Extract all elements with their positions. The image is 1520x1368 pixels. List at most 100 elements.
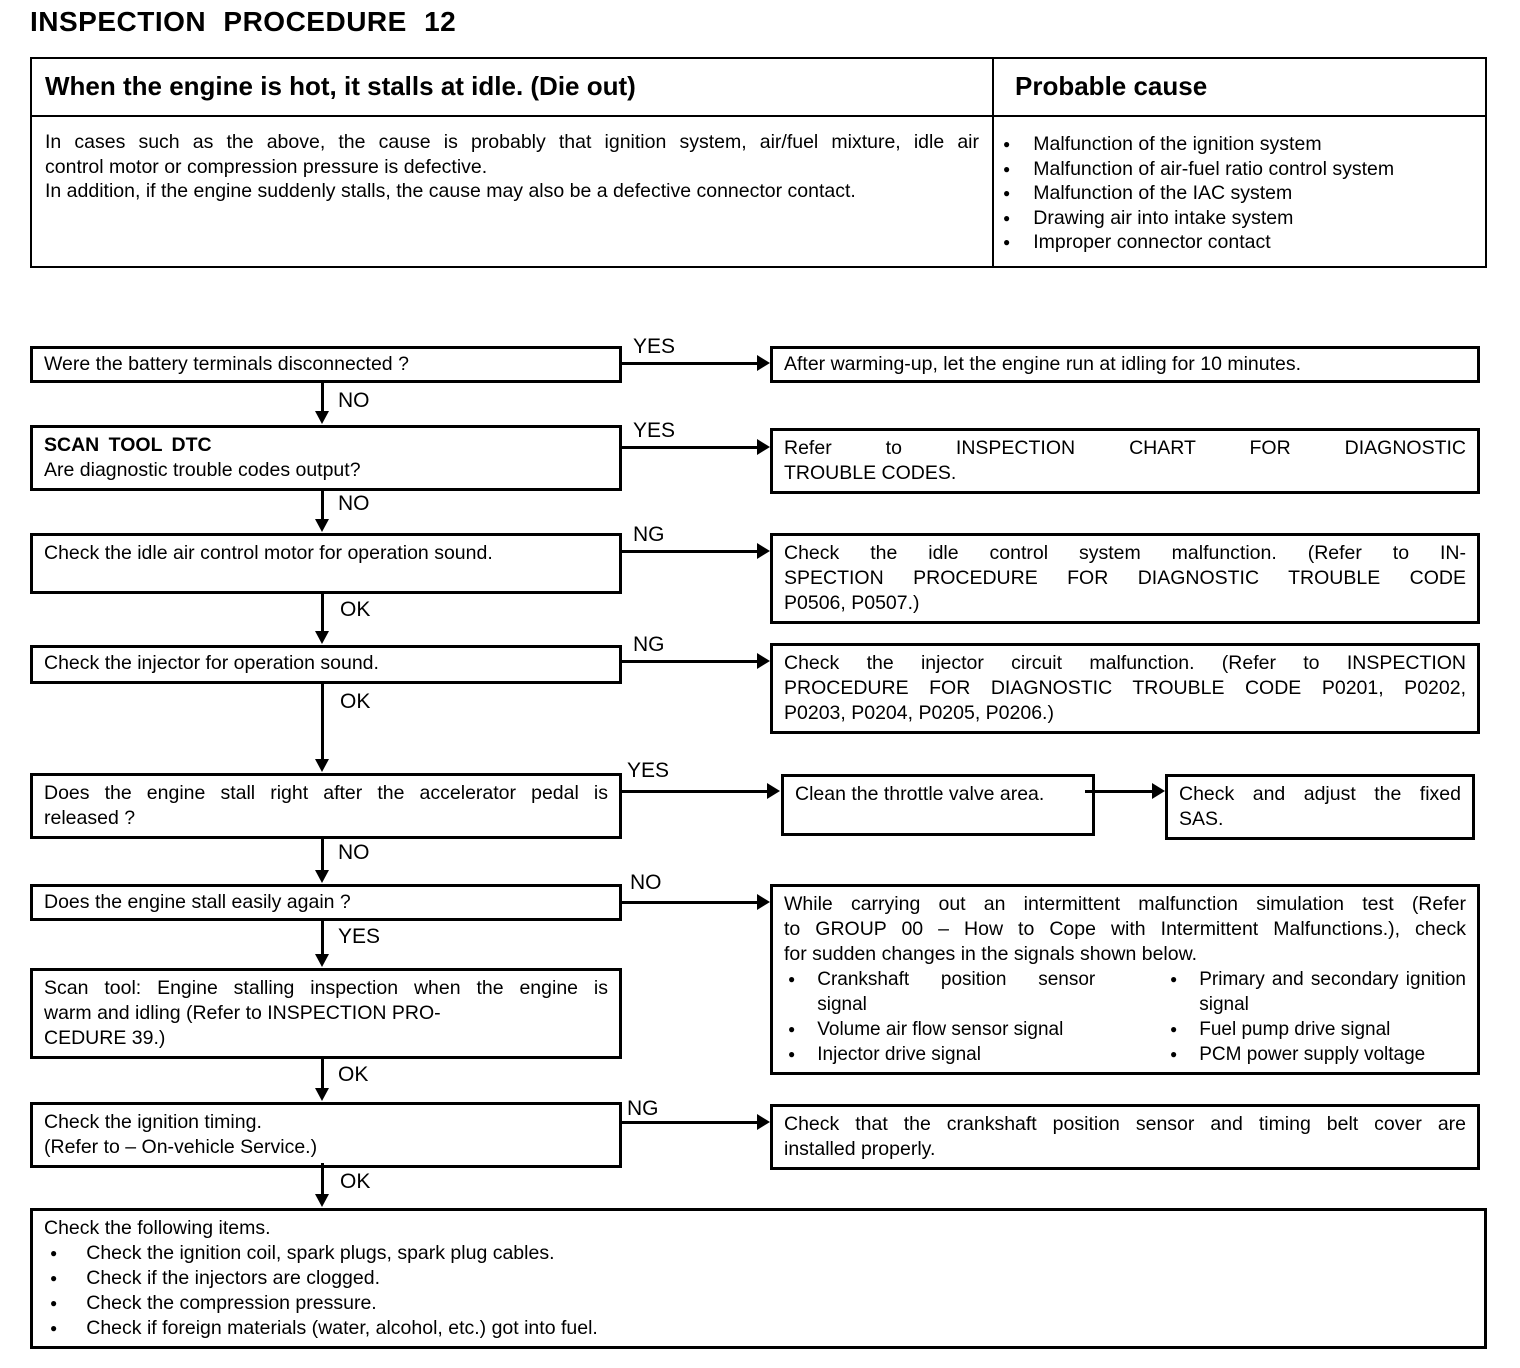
description-line: In cases such as the above, the cause is… xyxy=(45,131,979,153)
signal-columns: ●Crankshaft position sensor signal ●Volu… xyxy=(784,967,1466,1067)
table-column-divider xyxy=(992,59,994,266)
arrow-right-stall-no xyxy=(622,894,770,910)
bullet-icon: ● xyxy=(788,972,796,986)
box-scan-tool-dtc: SCAN TOOL DTC Are diagnostic trouble cod… xyxy=(30,425,622,491)
signal-item: ●Primary and secondary ignition signal xyxy=(1166,967,1466,1017)
branch-label-no: NO xyxy=(630,871,662,894)
result-text: P0506, P0507.) xyxy=(784,592,920,614)
question-text: (Refer to – On-vehicle Service.) xyxy=(44,1136,318,1158)
symptom-description: In cases such as the above, the cause is… xyxy=(32,117,992,204)
next-label-no: NO xyxy=(338,841,370,864)
question-title: SCAN TOOL DTC xyxy=(44,434,212,456)
result-text: SAS. xyxy=(1179,808,1224,830)
arrow-right-dtc-yes xyxy=(622,439,770,455)
result-text: Clean the throttle valve area. xyxy=(795,783,1045,805)
arrow-down-6 xyxy=(315,921,329,967)
next-label-no: NO xyxy=(338,389,370,412)
final-check-text: Check the compression pressure. xyxy=(86,1292,377,1314)
result-text: PROCEDURE FOR DIAGNOSTIC TROUBLE CODE P0… xyxy=(784,677,1466,699)
final-check-item: ●Check if the injectors are clogged. xyxy=(44,1266,1473,1291)
question-text: warm and idling (Refer to INSPECTION PRO… xyxy=(44,1002,441,1024)
box-scan-tool-stalling-inspection: Scan tool: Engine stalling inspection wh… xyxy=(30,968,622,1059)
branch-label-yes: YES xyxy=(627,759,670,782)
box-ignition-timing: Check the ignition timing. (Refer to – O… xyxy=(30,1102,622,1168)
cause-text: Malfunction of the IAC system xyxy=(1033,182,1293,204)
cause-item: ●Drawing air into intake system xyxy=(1003,206,1479,231)
signal-text: Injector drive signal xyxy=(817,1044,981,1065)
bullet-icon: ● xyxy=(1003,186,1011,200)
signal-text: Fuel pump drive signal xyxy=(1199,1019,1391,1040)
result-text: Check the injector circuit malfunction. … xyxy=(784,652,1466,674)
result-text: After warming-up, let the engine run at … xyxy=(784,353,1302,375)
question-text: Does the engine stall right after the ac… xyxy=(44,782,608,804)
final-check-text: Check if foreign materials (water, alcoh… xyxy=(86,1317,598,1339)
question-text: Were the battery terminals disconnected … xyxy=(44,353,409,375)
description-line: In addition, if the engine suddenly stal… xyxy=(45,180,856,202)
signal-text: PCM power supply voltage xyxy=(1199,1044,1426,1065)
final-check-item: ● Check the ignition coil, spark plugs, s… xyxy=(44,1241,1473,1266)
final-check-item: ● Check the compression pressure. xyxy=(44,1291,1473,1316)
result-text: P0203, P0204, P0205, P0206.) xyxy=(784,702,1054,724)
question-text: Check the injector for operation sound. xyxy=(44,652,379,674)
arrow-down-8 xyxy=(315,1163,329,1207)
cause-text: Improper connector contact xyxy=(1033,231,1271,253)
cause-text: Malfunction of the ignition system xyxy=(1033,133,1322,155)
page-title: INSPECTION PROCEDURE 12 xyxy=(30,6,457,37)
bullet-icon: ● xyxy=(788,1022,796,1036)
next-label-no: NO xyxy=(338,492,370,515)
bullet-icon: ● xyxy=(788,1047,796,1061)
bullet-icon: ● xyxy=(1170,1047,1178,1061)
result-text: to GROUP 00 – How to Cope with Intermitt… xyxy=(784,918,1466,940)
question-text: Check the idle air control motor for ope… xyxy=(44,542,493,564)
question-text: Scan tool: Engine stalling inspection wh… xyxy=(44,977,608,999)
signal-item: ● Volume air flow sensor signal xyxy=(784,1017,1166,1042)
cause-text: Malfunction of air-fuel ratio control sy… xyxy=(1033,157,1395,180)
signal-text: Primary and secondary ignition signal xyxy=(1199,969,1466,1015)
bullet-icon: ● xyxy=(50,1246,58,1260)
final-check-item: ●Check if foreign materials (water, alco… xyxy=(44,1316,1473,1341)
result-text: Check and adjust the fixed xyxy=(1179,783,1461,805)
box-stall-easily-again: Does the engine stall easily again ? xyxy=(30,884,622,921)
question-text: released ? xyxy=(44,807,136,829)
result-text: While carrying out an intermittent malfu… xyxy=(784,893,1466,915)
bullet-icon: ● xyxy=(1170,1022,1178,1036)
probable-cause-header: Probable cause xyxy=(1015,71,1208,101)
signal-column-left: ●Crankshaft position sensor signal ●Volu… xyxy=(784,967,1166,1067)
arrow-right-pedal-yes xyxy=(622,783,780,799)
bullet-icon: ● xyxy=(1003,210,1011,225)
branch-label-ng: NG xyxy=(633,523,665,546)
table-header-divider xyxy=(32,115,1485,117)
box-refer-dtc-chart: Refer to INSPECTION CHART FOR DIAGNOSTIC… xyxy=(770,428,1480,494)
signal-text: Volume air flow sensor signal xyxy=(817,1019,1064,1040)
final-check-text: Check the ignition coil, spark plugs, sp… xyxy=(86,1242,555,1264)
signal-item: ● PCM power supply voltage xyxy=(1166,1042,1466,1067)
next-label-yes: YES xyxy=(338,925,381,948)
result-text: TROUBLE CODES. xyxy=(784,462,957,484)
probable-cause-list: ● Malfunction of the ignition system ● Mal… xyxy=(994,117,1485,255)
symptom-header: When the engine is hot, it stalls at idl… xyxy=(45,71,636,101)
cause-item: ● Malfunction of the IAC system xyxy=(1003,181,1479,206)
box-iac-motor-sound: Check the idle air control motor for ope… xyxy=(30,533,622,594)
box-intermittent-malfunction-test: While carrying out an intermittent malfu… xyxy=(770,884,1480,1075)
bullet-icon: ● xyxy=(50,1296,58,1310)
arrow-down-3 xyxy=(315,594,329,644)
box-final-checks: Check the following items. ● Check the ig… xyxy=(30,1208,1487,1349)
result-text: SPECTION PROCEDURE FOR DIAGNOSTIC TROUBL… xyxy=(784,567,1466,589)
arrow-right-battery-yes xyxy=(622,355,770,371)
arrow-down-2 xyxy=(315,489,329,532)
box-injector-circuit-malfunction: Check the injector circuit malfunction. … xyxy=(770,643,1480,734)
signal-item: ● Injector drive signal xyxy=(784,1042,1166,1067)
arrow-down-5 xyxy=(315,837,329,883)
branch-label-yes: YES xyxy=(633,335,676,358)
result-text: Check the idle control system malfunctio… xyxy=(784,542,1466,564)
question-text: CEDURE 39.) xyxy=(44,1027,166,1049)
arrow-down-1 xyxy=(315,383,329,424)
result-text: installed properly. xyxy=(784,1138,936,1160)
final-check-text: Check if the injectors are clogged. xyxy=(86,1267,380,1289)
arrow-right-iac-ng xyxy=(622,543,770,559)
box-injector-sound: Check the injector for operation sound. xyxy=(30,645,622,684)
question-text: Does the engine stall easily again ? xyxy=(44,891,351,913)
cause-item: ●Improper connector contact xyxy=(1003,230,1479,255)
final-checks-title: Check the following items. xyxy=(44,1217,271,1239)
